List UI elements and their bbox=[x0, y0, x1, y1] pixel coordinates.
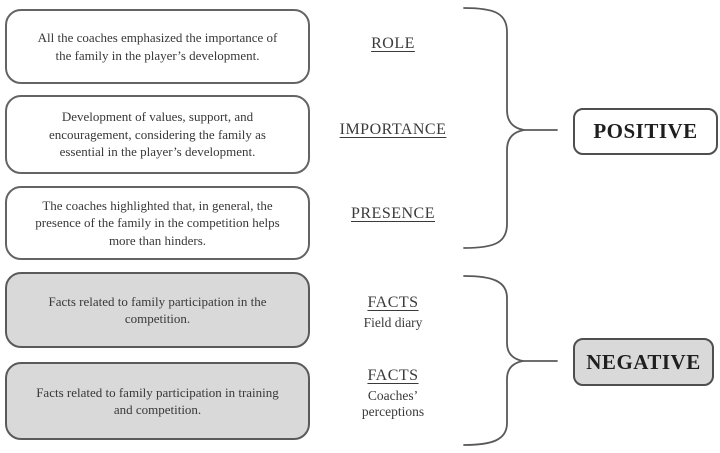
category-title: IMPORTANCE bbox=[339, 121, 447, 138]
statement-text: Facts related to family participation in… bbox=[48, 293, 267, 327]
negative-label: NEGATIVE bbox=[586, 349, 701, 374]
statement-text: All the coaches emphasized the importanc… bbox=[37, 30, 278, 63]
category-label-presence: PRESENCE bbox=[323, 205, 463, 223]
category-label-role: ROLE bbox=[323, 35, 463, 53]
statement-box-presence: The coaches highlighted that, in general… bbox=[5, 186, 310, 260]
category-title: FACTS bbox=[367, 367, 419, 384]
statement-text: The coaches highlighted that, in general… bbox=[35, 197, 280, 248]
category-label-facts-field-diary: FACTS Field diary bbox=[323, 294, 463, 331]
statement-box-role: All the coaches emphasized the importanc… bbox=[5, 9, 310, 84]
category-title: ROLE bbox=[371, 35, 415, 52]
category-title: FACTS bbox=[367, 294, 419, 311]
category-subtitle: Coaches’ perceptions bbox=[361, 388, 425, 419]
category-label-facts-coaches-perceptions: FACTS Coaches’ perceptions bbox=[323, 367, 463, 420]
negative-box: NEGATIVE bbox=[573, 338, 714, 386]
statement-box-facts-training: Facts related to family participation in… bbox=[5, 362, 310, 440]
statement-text: Development of values, support, and enco… bbox=[49, 109, 266, 160]
positive-brace bbox=[463, 7, 525, 249]
negative-brace bbox=[463, 275, 524, 446]
statement-text: Facts related to family participation in… bbox=[36, 384, 279, 418]
positive-label: POSITIVE bbox=[593, 119, 698, 143]
statement-box-facts-competition: Facts related to family participation in… bbox=[5, 272, 310, 348]
positive-box: POSITIVE bbox=[573, 108, 718, 155]
category-subtitle: Field diary bbox=[363, 315, 423, 330]
category-title: PRESENCE bbox=[350, 205, 435, 222]
category-label-importance: IMPORTANCE bbox=[323, 121, 463, 139]
statement-box-importance: Development of values, support, and enco… bbox=[5, 95, 310, 174]
